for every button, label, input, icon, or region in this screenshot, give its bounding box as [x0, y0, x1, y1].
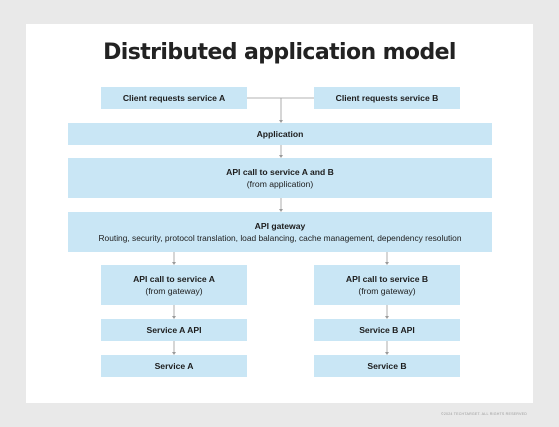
node-sublabel: (from application): [246, 179, 314, 189]
node-label: Application: [256, 129, 304, 139]
service-a-api-box: Service A API: [101, 319, 247, 341]
client-requests-service-a-box: Client requests service A: [101, 87, 247, 109]
arrowhead: [279, 209, 283, 212]
api-call-service-a-from-gateway-box: API call to service A (from gateway): [101, 265, 247, 305]
arrowhead: [279, 155, 283, 158]
api-gateway-box: API gateway Routing, security, protocol …: [68, 212, 492, 252]
node-sublabel: (from gateway): [358, 286, 416, 296]
node-label: Client requests service A: [122, 93, 226, 103]
copyright-footer: ©2024 TECHTARGET. ALL RIGHTS RESERVED: [440, 412, 527, 416]
node-label: Client requests service B: [335, 93, 439, 103]
arrowhead: [385, 262, 389, 265]
service-b-api-box: Service B API: [314, 319, 460, 341]
api-call-from-application-box: API call to service A and B (from applic…: [68, 158, 492, 198]
application-box: Application: [68, 123, 492, 145]
node-sublabel: (from gateway): [145, 286, 203, 296]
node-label: API gateway: [254, 221, 306, 231]
node-label: API call to service B: [345, 274, 429, 284]
service-a-box: Service A: [101, 355, 247, 377]
node-label: API call to service A and B: [226, 167, 334, 177]
arrowhead: [385, 352, 389, 355]
arrowhead: [172, 352, 176, 355]
node-label: Service A: [154, 361, 194, 371]
client-requests-service-b-box: Client requests service B: [314, 87, 460, 109]
service-b-box: Service B: [314, 355, 460, 377]
arrowhead: [385, 316, 389, 319]
node-label: API call to service A: [133, 274, 215, 284]
arrowhead: [172, 262, 176, 265]
arrowhead: [279, 120, 283, 123]
node-label: Service A API: [146, 325, 202, 335]
node-label: Service B: [367, 361, 407, 371]
api-call-service-b-from-gateway-box: API call to service B (from gateway): [314, 265, 460, 305]
node-label: Service B API: [359, 325, 415, 335]
arrowhead: [172, 316, 176, 319]
diagram-title: Distributed application model: [103, 40, 456, 65]
node-sublabel: Routing, security, protocol translation,…: [98, 233, 462, 243]
